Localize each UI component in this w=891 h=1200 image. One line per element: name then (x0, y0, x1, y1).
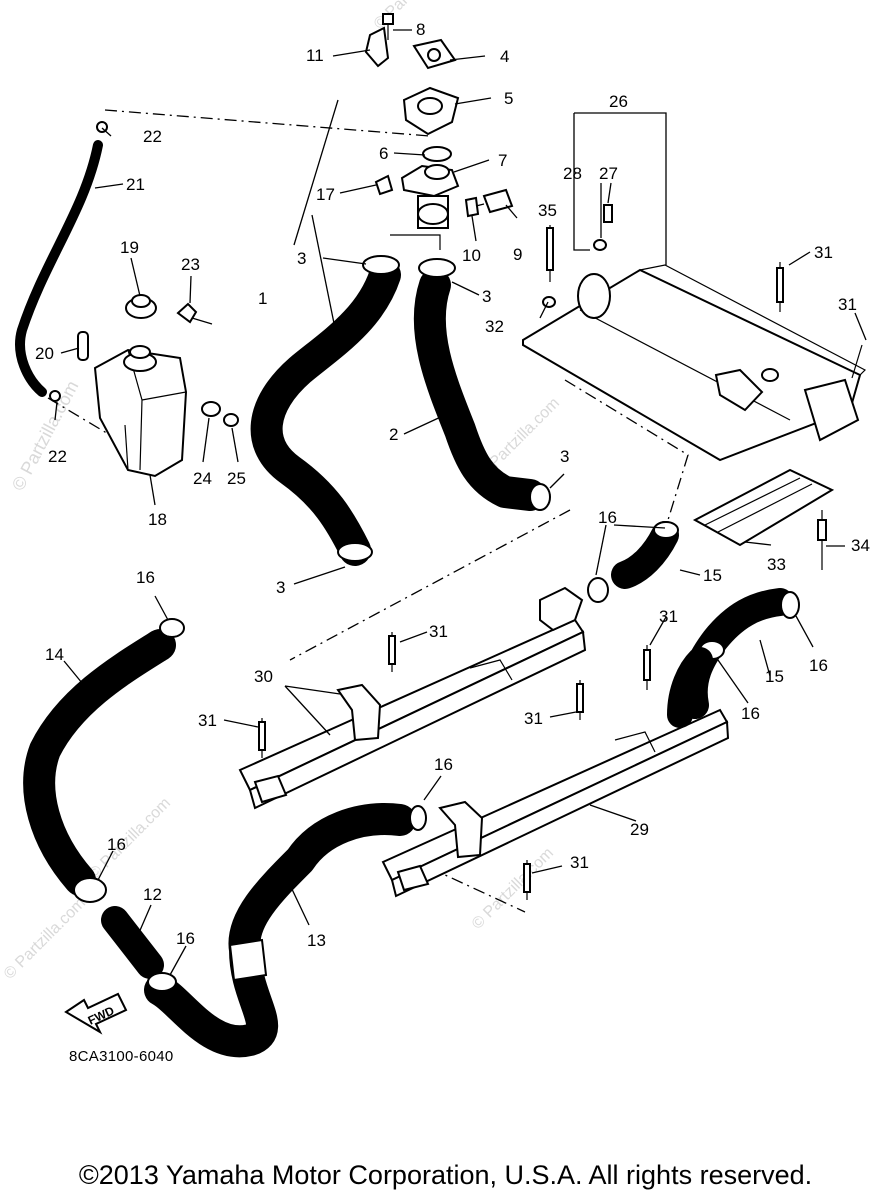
reference-lines (47, 109, 689, 913)
callout-16c: 16 (809, 656, 828, 675)
callout-21: 21 (126, 175, 145, 194)
left-heat-exchanger (238, 586, 587, 810)
watermark-2: © Partzilla.com (86, 795, 174, 883)
callout-5: 5 (504, 89, 513, 108)
callout-20: 20 (35, 344, 54, 363)
callout-numbers: 1 2 3 3 3 3 4 5 6 7 8 9 10 11 12 13 14 1… (35, 20, 870, 950)
tank-accessories (77, 294, 239, 427)
watermark-3: © Partzilla.com (469, 845, 557, 933)
callout-16a: 16 (598, 508, 617, 527)
callout-1: 1 (258, 289, 267, 308)
callout-2: 2 (389, 425, 398, 444)
callout-29: 29 (630, 820, 649, 839)
callout-23: 23 (181, 255, 200, 274)
leader-lines (54, 29, 867, 976)
callout-31b: 31 (838, 295, 857, 314)
callout-9: 9 (513, 245, 522, 264)
callout-13: 13 (307, 931, 326, 950)
forward-arrow: FWD (64, 992, 128, 1035)
callout-16b: 16 (136, 568, 155, 587)
coolant-reservoir-tank (93, 345, 188, 478)
figure-code: 8CA3100-6040 (69, 1048, 174, 1065)
callout-28: 28 (563, 164, 582, 183)
callout-25: 25 (227, 469, 246, 488)
callout-6: 6 (379, 144, 388, 163)
callout-11: 11 (306, 46, 324, 65)
watermark-4: © Partzilla.com (1, 895, 89, 983)
callout-27: 27 (599, 164, 618, 183)
callout-33: 33 (767, 555, 786, 574)
callout-7: 7 (498, 151, 507, 170)
callout-31e: 31 (198, 711, 217, 730)
callout-31f: 31 (524, 709, 543, 728)
callout-4: 4 (500, 47, 509, 66)
callout-31d: 31 (659, 607, 678, 626)
mounting-bracket (692, 468, 835, 570)
callout-31a: 31 (814, 243, 833, 262)
callout-17: 17 (316, 185, 335, 204)
callout-8: 8 (416, 20, 425, 39)
callout-3b: 3 (482, 287, 491, 306)
callout-18: 18 (148, 510, 167, 529)
callout-16g: 16 (176, 929, 195, 948)
callout-16e: 16 (434, 755, 453, 774)
callout-3d: 3 (276, 578, 285, 597)
lower-hoses (23, 618, 427, 1058)
callout-14: 14 (45, 645, 64, 664)
callout-31c: 31 (429, 622, 448, 641)
callout-19: 19 (120, 238, 139, 257)
callout-31g: 31 (570, 853, 589, 872)
callout-3a: 3 (297, 249, 306, 268)
callout-26: 26 (609, 92, 628, 111)
callout-34: 34 (851, 536, 870, 555)
callout-12: 12 (143, 885, 162, 904)
callout-15b: 15 (765, 667, 784, 686)
callout-10: 10 (462, 246, 481, 265)
rivets (258, 225, 863, 900)
callout-16d: 16 (741, 704, 760, 723)
copyright-notice: ©2013 Yamaha Motor Corporation, U.S.A. A… (78, 1160, 813, 1190)
radiator-hoses (250, 234, 551, 566)
callout-35: 35 (538, 201, 557, 220)
callout-3c: 3 (560, 447, 569, 466)
thermostat-housing-assembly (364, 13, 514, 229)
right-heat-exchanger (381, 647, 730, 898)
callout-32: 32 (485, 317, 504, 336)
callout-22a: 22 (143, 127, 162, 146)
upper-heat-exchanger (522, 204, 867, 462)
callout-30: 30 (254, 667, 273, 686)
callout-22b: 22 (48, 447, 67, 466)
callout-15a: 15 (703, 566, 722, 585)
callout-16f: 16 (107, 835, 126, 854)
callout-24: 24 (193, 469, 212, 488)
overflow-hose (15, 121, 108, 402)
